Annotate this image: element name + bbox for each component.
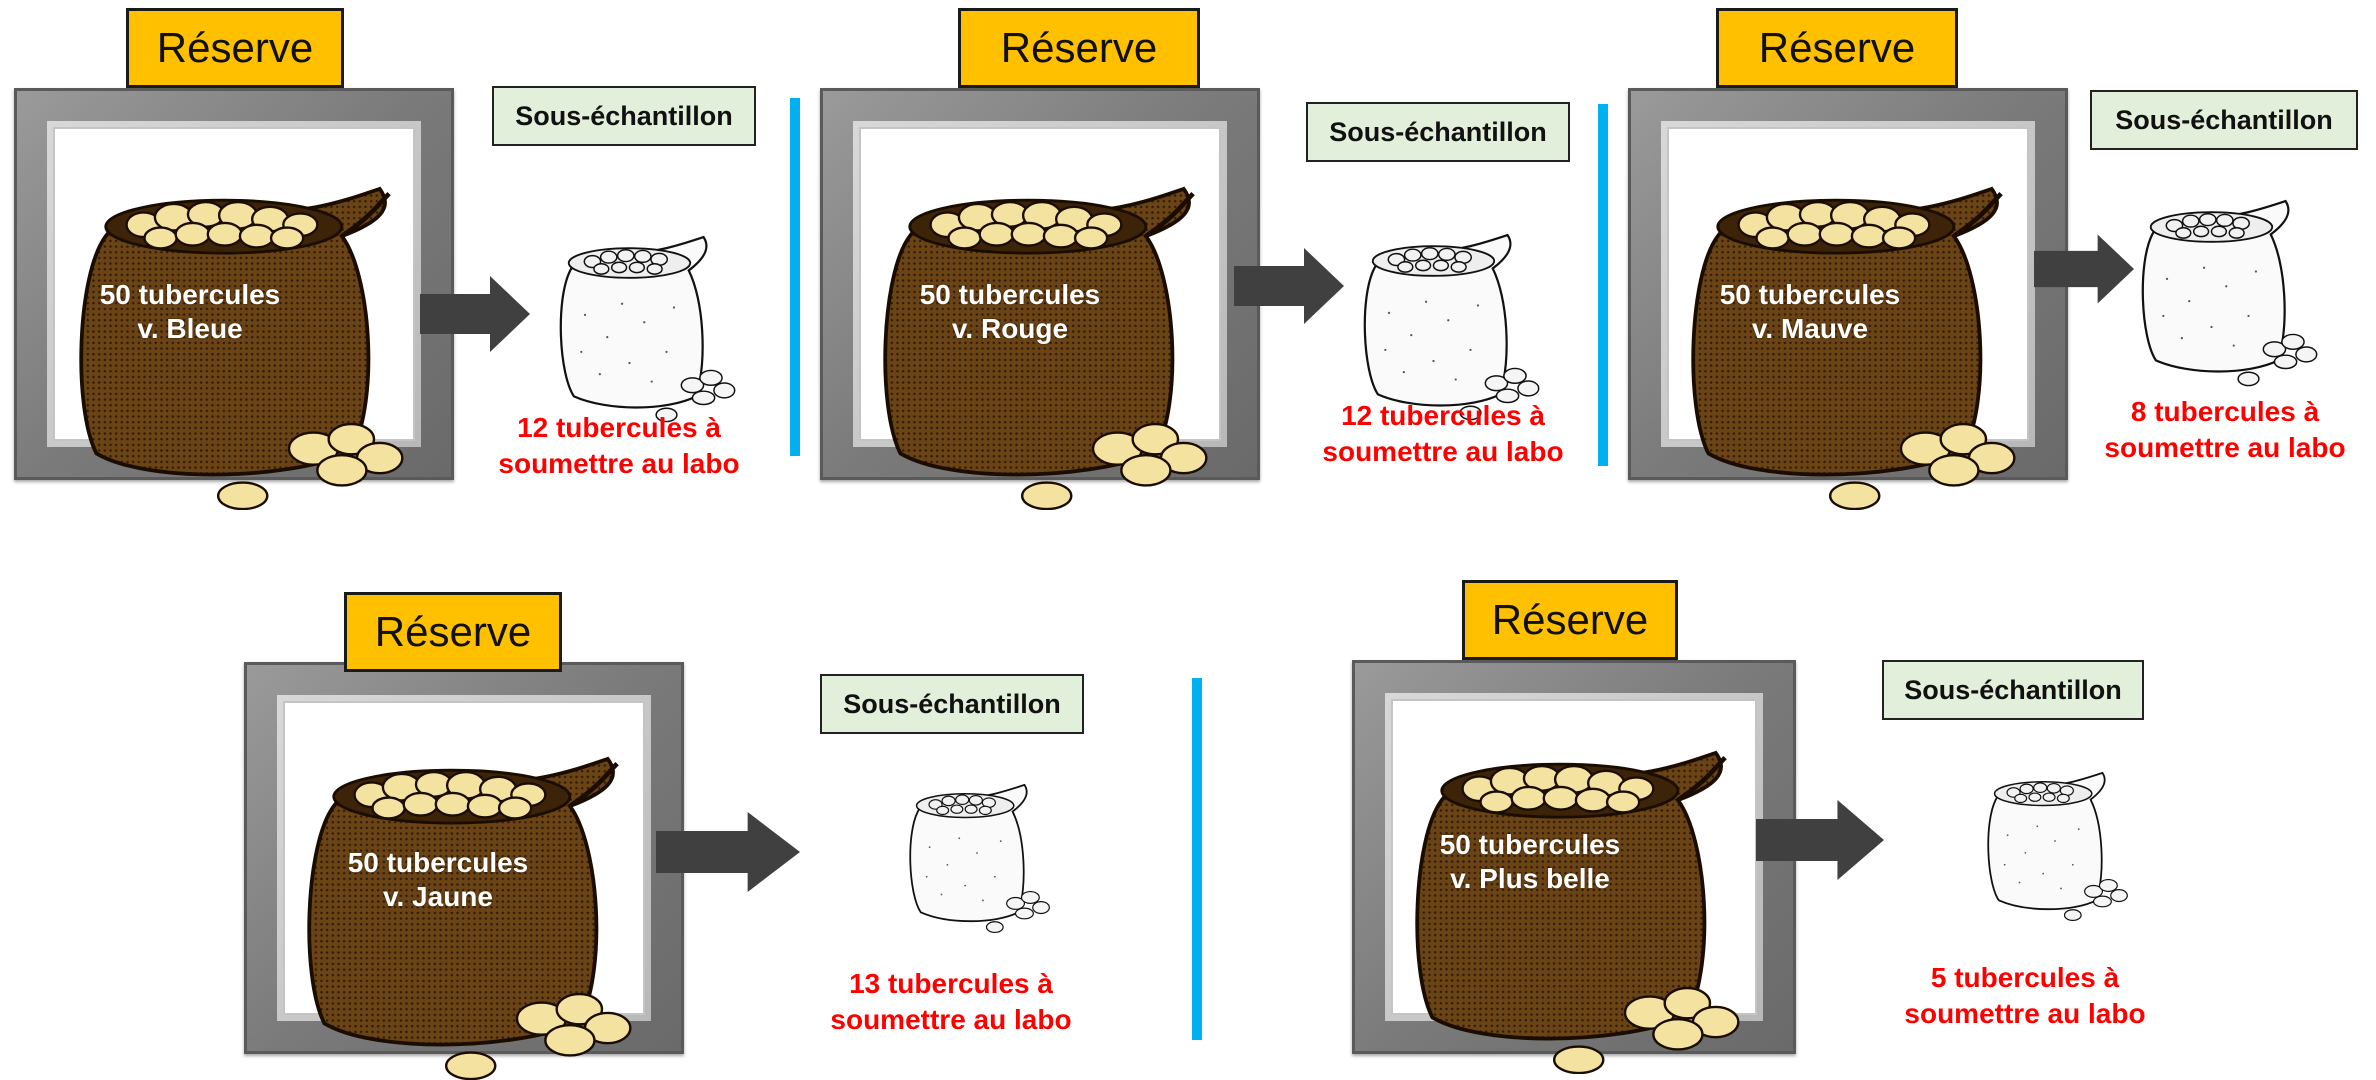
sack-count: 50 tubercules [1439,829,1621,860]
sack-count: 50 tubercules [1719,279,1901,310]
sack-variety: v. Jaune [383,881,493,912]
sack-label: 50 tubercules v. Bleue [70,278,310,346]
subsample-label: Sous-échantillon [820,674,1084,734]
reserve-label: Réserve [958,8,1200,88]
white-sack-icon [2141,200,2318,387]
subsample-label: Sous-échantillon [492,86,756,146]
sack-label: 50 tubercules v. Plus belle [1410,828,1650,896]
arrow-icon [656,812,800,892]
reserve-label: Réserve [1462,580,1678,660]
subsample-label: Sous-échantillon [2090,90,2358,150]
divider [1192,678,1202,1040]
sack-label: 50 tubercules v. Rouge [890,278,1130,346]
subsample-label: Sous-échantillon [1306,102,1570,162]
reserve-label: Réserve [1716,8,1958,88]
sack-count: 50 tubercules [919,279,1101,310]
result-text: 12 tubercules à soumettre au labo [1322,400,1564,467]
white-sack-icon [909,784,1051,934]
sack-variety: v. Bleue [137,313,243,344]
arrow-icon [420,276,530,352]
sack-count: 50 tubercules [99,279,281,310]
result-text: 8 tubercules à soumettre au labo [2104,396,2346,463]
result-text: 13 tubercules à soumettre au labo [830,968,1072,1035]
white-sack-icon [1987,772,2129,922]
subsample-label: Sous-échantillon [1882,660,2144,720]
arrow-icon [1756,800,1884,880]
reserve-label: Réserve [344,592,562,672]
arrow-icon [2034,234,2134,304]
sack-count: 50 tubercules [347,847,529,878]
reserve-label: Réserve [126,8,344,88]
white-sack-icon [1363,234,1540,421]
arrow-icon [1234,248,1344,324]
result-text: 12 tubercules à soumettre au labo [498,412,740,479]
sack-variety: v. Rouge [951,313,1069,344]
divider [790,98,800,456]
sack-label: 50 tubercules v. Jaune [318,846,558,914]
brown-sack-icon [1404,734,1744,1074]
white-sack-icon [559,236,736,423]
sack-variety: v. Plus belle [1450,863,1610,894]
sack-variety: v. Mauve [1751,313,1869,344]
divider [1598,104,1608,466]
sack-label: 50 tubercules v. Mauve [1690,278,1930,346]
result-text: 5 tubercules à soumettre au labo [1904,962,2146,1029]
